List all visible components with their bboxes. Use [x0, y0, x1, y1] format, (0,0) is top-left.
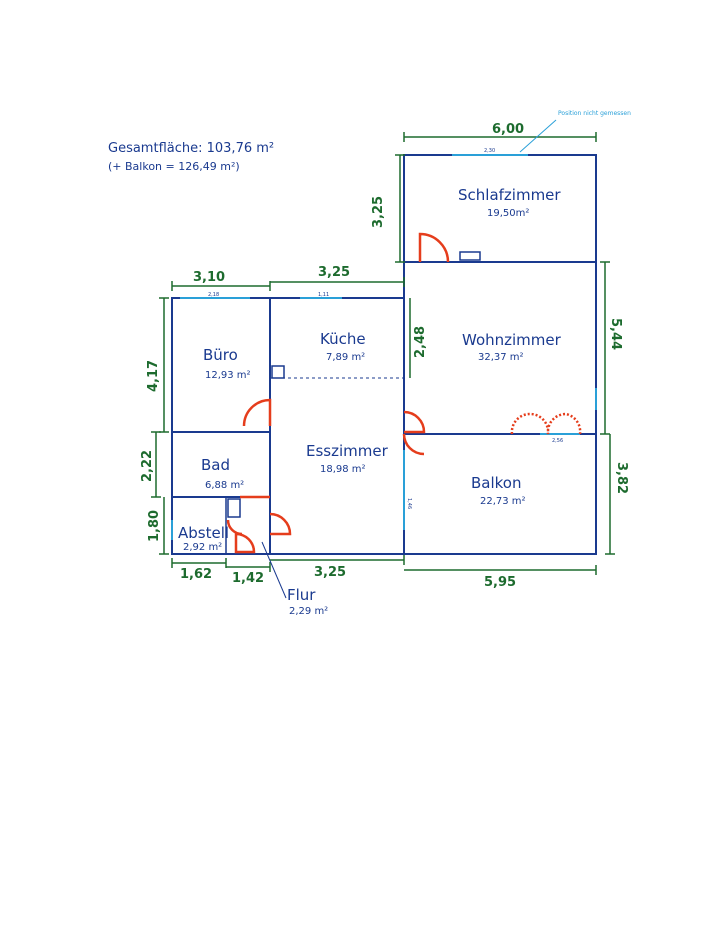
room-balkon-name: Balkon — [471, 474, 522, 492]
room-schlafzimmer-area: 19,50m² — [487, 208, 529, 219]
dim-buero-height: 4,17 — [146, 360, 161, 392]
room-wohnzimmer-name: Wohnzimmer — [462, 331, 562, 349]
room-schlafzimmer-name: Schlafzimmer — [458, 186, 561, 204]
room-buero-name: Büro — [203, 346, 238, 364]
left-block-outline — [171, 297, 405, 555]
small-dim-kueche-window: 1,11 — [318, 292, 329, 298]
schlaf-door-icon — [418, 232, 450, 263]
small-dim-wohn-window: 2,56 — [552, 438, 563, 444]
kueche-shaft-box — [271, 365, 285, 379]
dim-bottom-left: 1,62 — [180, 567, 212, 582]
balcony-total-text: (+ Balkon = 126,49 m²) — [108, 160, 240, 173]
flur-door-icon — [269, 512, 292, 536]
room-abstell-name: Abstell — [178, 524, 229, 542]
wohn-door-icon — [403, 410, 426, 434]
windows — [171, 154, 597, 540]
room-esszimmer-name: Esszimmer — [306, 442, 389, 460]
dim-bad-height: 2,22 — [140, 450, 155, 482]
dim-bottom-balkon: 5,95 — [484, 575, 516, 590]
dim-top-width: 6,00 — [492, 122, 524, 137]
total-area-text: Gesamtfläche: 103,76 m² — [108, 141, 274, 156]
room-esszimmer-area: 18,98 m² — [320, 464, 366, 475]
balkon-outline — [403, 433, 597, 555]
small-dim-buero-window: 2,18 — [208, 292, 219, 298]
doors — [226, 232, 582, 554]
dim-bottom-flur: 1,42 — [232, 571, 264, 586]
room-kueche-name: Küche — [320, 330, 366, 348]
schlaf-radiator-box — [459, 251, 481, 261]
room-abstell-area: 2,92 m² — [183, 542, 222, 553]
dim-kueche-height: 2,48 — [413, 326, 428, 358]
walls — [171, 154, 597, 555]
dim-bottom-ess: 3,25 — [314, 565, 346, 580]
abstell-door-icon — [234, 532, 256, 554]
bad-shaft-box — [227, 498, 241, 518]
room-wohnzimmer-area: 32,37 m² — [478, 352, 524, 363]
wohn-balkon-door-icon — [510, 412, 582, 435]
small-dim-ess-window: 1,46 — [406, 498, 412, 509]
room-buero-area: 12,93 m² — [205, 370, 251, 381]
room-flur-name: Flur — [287, 586, 316, 604]
position-note: Position nicht gemessen — [558, 110, 631, 117]
dim-abstell-height: 1,80 — [147, 510, 162, 542]
room-balkon-area: 22,73 m² — [480, 496, 526, 507]
room-bad-area: 6,88 m² — [205, 480, 244, 491]
room-flur-area: 2,29 m² — [289, 606, 328, 617]
ess-balkon-door-icon — [402, 433, 425, 456]
buero-door-icon — [242, 398, 272, 427]
abstell-door-2-icon — [226, 519, 243, 536]
dim-kueche-width: 3,25 — [318, 265, 350, 280]
dim-buero-width: 3,10 — [193, 270, 225, 285]
dimension-lines — [151, 132, 615, 575]
room-bad-name: Bad — [201, 456, 230, 474]
room-kueche-area: 7,89 m² — [326, 352, 365, 363]
dim-wohn-height: 5,44 — [608, 318, 623, 350]
small-dim-window-top: 2,30 — [484, 148, 495, 154]
dim-schlaf-height: 3,25 — [371, 196, 386, 228]
dim-balkon-height: 3,82 — [614, 462, 629, 494]
